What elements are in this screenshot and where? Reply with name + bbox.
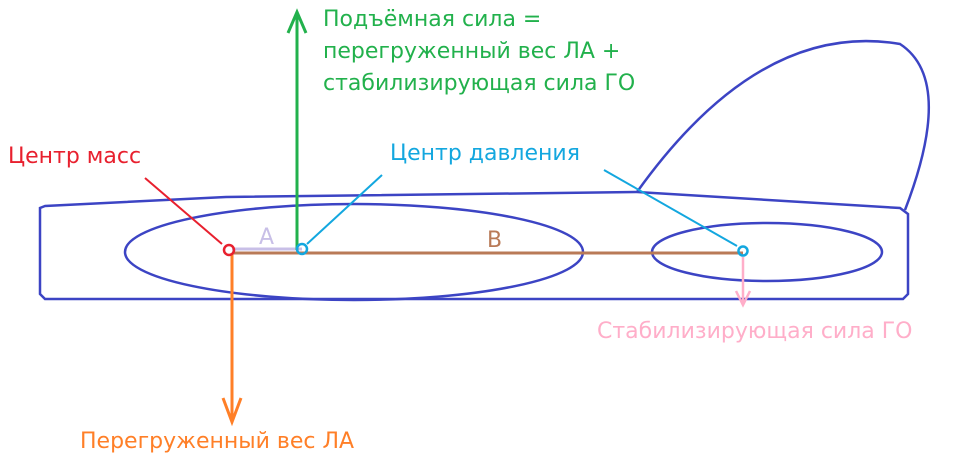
lift-label-line-2: перегруженный вес ЛА + xyxy=(323,39,621,64)
center-of-mass-pointer xyxy=(144,177,223,245)
arm-b-label: B xyxy=(487,228,503,253)
center-of-mass-label: Центр масс xyxy=(8,144,142,169)
lift-label: Подъёмная сила = перегруженный вес ЛА + … xyxy=(323,4,635,100)
tail-center-of-pressure-marker xyxy=(737,245,749,257)
center-of-pressure-pointer-tail xyxy=(603,169,738,247)
center-of-pressure-label: Центр давления xyxy=(390,141,580,166)
wing-center-of-pressure-marker xyxy=(295,242,309,256)
overloaded-weight-label: Перегруженный вес ЛА xyxy=(80,429,355,454)
weight-arrow-head xyxy=(221,397,243,427)
lift-label-line-1: Подъёмная сила = xyxy=(323,7,542,32)
lift-arrow-head xyxy=(286,8,308,34)
stab-arrow-head xyxy=(734,290,752,308)
vertical-tail-outline xyxy=(635,39,930,211)
stabilizing-force-label: Стабилизирующая сила ГО xyxy=(597,319,913,344)
lift-label-line-3: стабилизирующая сила ГО xyxy=(323,71,636,96)
center-of-mass-marker xyxy=(222,243,236,257)
center-of-pressure-pointer-wing xyxy=(306,174,383,245)
arm-a-label: А xyxy=(259,225,275,250)
fuselage-outline xyxy=(38,190,910,301)
